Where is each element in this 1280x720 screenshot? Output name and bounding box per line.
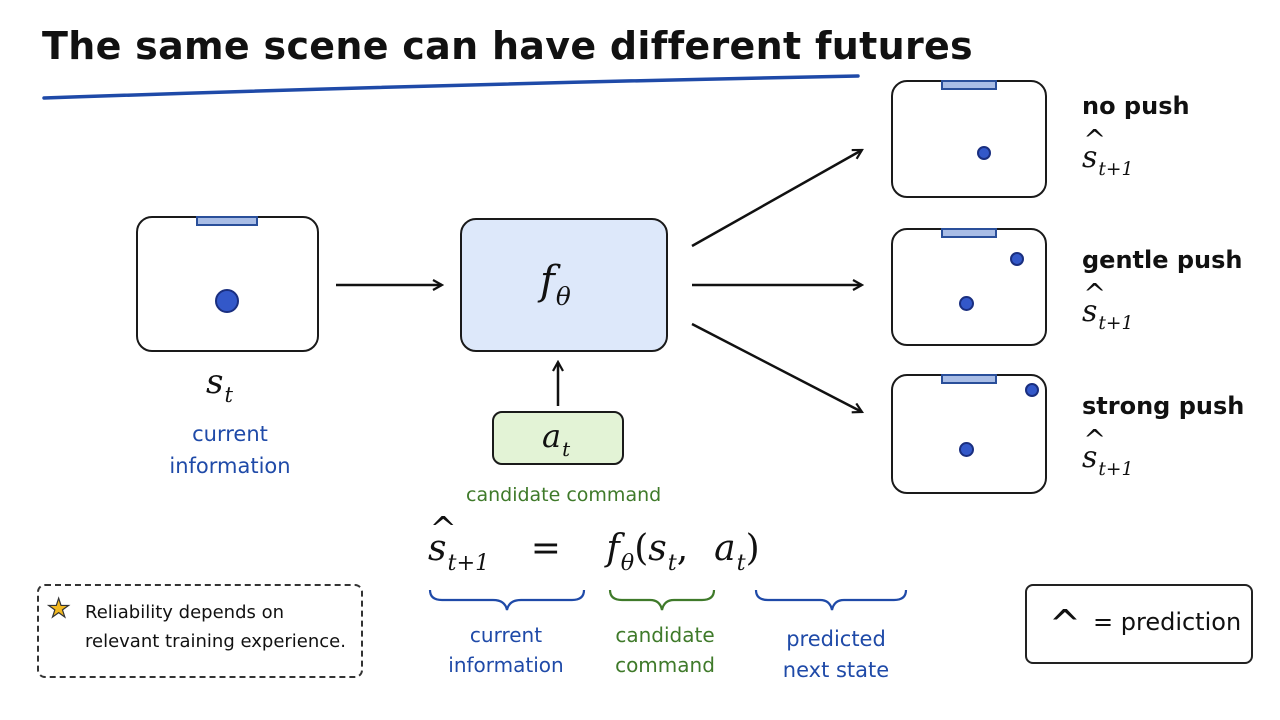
page-title: The same scene can have different future… — [42, 24, 973, 68]
ball-icon — [1010, 252, 1024, 266]
outcome-symbol-strong-push: st+1 — [1082, 425, 1133, 480]
brace-current — [428, 589, 586, 611]
candidate-command-label: candidate command — [466, 484, 662, 506]
outcome-symbol-gentle-push: st+1 — [1082, 279, 1133, 334]
outcome-label-gentle-push: gentle push — [1082, 246, 1243, 274]
outcome-box-no-push — [891, 80, 1047, 198]
equation-equals: = — [530, 528, 561, 569]
gate-tab — [941, 80, 997, 90]
ball-icon — [1025, 383, 1039, 397]
outcome-label-no-push: no push — [1082, 92, 1190, 120]
brace-label-candidate: candidate command — [615, 623, 715, 677]
ball-icon — [959, 296, 974, 311]
current-state-box — [136, 216, 319, 352]
hat-symbol: ^ — [1049, 602, 1081, 646]
equation: st+1 = fθ(st,at) — [428, 510, 760, 576]
action-box: at — [492, 411, 624, 465]
arrow-model-to-strong-push — [691, 322, 862, 412]
state-symbol: st — [206, 362, 233, 408]
action-symbol: at — [542, 417, 571, 461]
outcome-symbol-no-push: st+1 — [1082, 125, 1133, 180]
brace-candidate — [608, 589, 716, 611]
prediction-legend: ^ = prediction — [1025, 584, 1253, 664]
brace-predicted — [754, 589, 908, 611]
model-symbol: fθ — [540, 258, 571, 312]
star-icon: ★ — [46, 593, 71, 624]
outcome-label-strong-push: strong push — [1082, 392, 1245, 420]
title-underline — [42, 74, 860, 100]
reliability-note: ★ Reliability depends on relevant traini… — [37, 584, 363, 678]
equation-lhs: s — [428, 510, 458, 569]
brace-label-predicted: predicted next state — [782, 627, 890, 682]
note-text: Reliability depends on relevant training… — [85, 602, 346, 652]
arrow-model-to-no-push — [691, 150, 862, 248]
model-box: fθ — [460, 218, 668, 352]
legend-text: = prediction — [1093, 608, 1242, 636]
outcome-box-strong-push — [891, 374, 1047, 494]
ball-icon — [959, 442, 974, 457]
gate-tab — [941, 228, 997, 238]
ball-icon — [215, 289, 239, 313]
gate-tab — [941, 374, 997, 384]
ball-icon — [977, 146, 991, 160]
current-information-label: current information — [169, 422, 291, 478]
outcome-box-gentle-push — [891, 228, 1047, 346]
brace-label-current: current information — [448, 623, 564, 677]
gate-tab — [196, 216, 258, 226]
